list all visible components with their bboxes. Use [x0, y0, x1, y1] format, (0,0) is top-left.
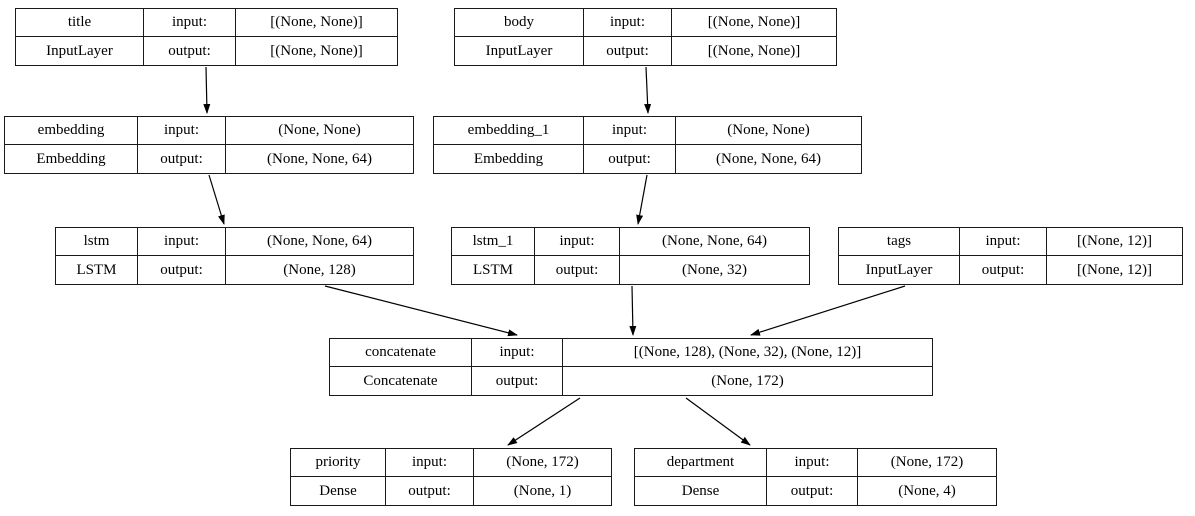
layer-name: tags [839, 228, 960, 256]
layer-name: embedding [5, 117, 138, 145]
output-label: output: [144, 37, 236, 65]
layer-type: Embedding [434, 145, 584, 173]
input-shape: (None, None, 64) [620, 228, 809, 256]
output-label: output: [138, 145, 226, 173]
input-label: input: [960, 228, 1047, 256]
input-label: input: [584, 117, 676, 145]
layer-name: lstm_1 [452, 228, 535, 256]
layer-name: lstm [56, 228, 138, 256]
edge-tags-to-concatenate [750, 285, 906, 336]
input-shape: [(None, None)] [236, 9, 397, 37]
layer-name: priority [291, 449, 386, 477]
layer-type: Concatenate [330, 367, 472, 395]
input-label: input: [767, 449, 858, 477]
edge-concatenate-to-priority [507, 397, 581, 446]
input-shape: (None, None) [676, 117, 861, 145]
node-department: department input: (None, 172) Dense outp… [634, 448, 997, 506]
layer-name: title [16, 9, 144, 37]
layer-name: embedding_1 [434, 117, 584, 145]
edge-lstm_1-to-concatenate [629, 285, 637, 336]
layer-name: department [635, 449, 767, 477]
input-label: input: [472, 339, 563, 367]
output-label: output: [960, 256, 1047, 284]
layer-type: Dense [635, 477, 767, 505]
output-shape: [(None, None)] [707, 42, 801, 59]
edge-title-to-embedding [203, 66, 211, 114]
input-shape: (None, None, 64) [226, 228, 413, 256]
input-label: input: [138, 117, 226, 145]
node-embedding_1: embedding_1 input: (None, None) Embeddin… [433, 116, 862, 174]
input-label: input: [144, 9, 236, 37]
node-tags: tags input: [(None, 12)] InputLayer outp… [838, 227, 1183, 285]
layer-type: LSTM [452, 256, 535, 284]
output-shape: (None, 172) [711, 372, 784, 389]
node-lstm_1: lstm_1 input: (None, None, 64) LSTM outp… [451, 227, 810, 285]
input-shape: (None, 172) [474, 449, 611, 477]
output-label: output: [584, 145, 676, 173]
edge-embedding-to-lstm [208, 174, 225, 225]
input-label: input: [386, 449, 474, 477]
output-shape: [(None, None)] [270, 42, 363, 59]
node-lstm: lstm input: (None, None, 64) LSTM output… [55, 227, 414, 285]
node-embedding: embedding input: (None, None) Embedding … [4, 116, 414, 174]
layer-type: LSTM [56, 256, 138, 284]
node-body: body input: [(None, None)] InputLayer ou… [454, 8, 837, 66]
output-label: output: [535, 256, 620, 284]
input-shape: (None, 172) [858, 449, 996, 477]
edge-concatenate-to-department [685, 397, 751, 446]
edge-lstm-to-concatenate [324, 285, 518, 337]
input-label: input: [138, 228, 226, 256]
input-shape: [(None, 128), (None, 32), (None, 12)] [563, 339, 932, 367]
output-shape: (None, 4) [898, 482, 956, 499]
edge-body-to-embedding_1 [644, 66, 652, 114]
output-label: output: [386, 477, 474, 505]
output-shape: (None, 32) [682, 261, 747, 278]
node-title: title input: [(None, None)] InputLayer o… [15, 8, 398, 66]
output-shape: (None, 1) [513, 482, 572, 499]
input-shape: (None, None) [226, 117, 413, 145]
layer-type: Embedding [5, 145, 138, 173]
input-label: input: [535, 228, 620, 256]
output-shape: (None, None, 64) [267, 150, 372, 167]
output-shape: (None, None, 64) [716, 150, 821, 167]
layer-type: InputLayer [839, 256, 960, 284]
layer-name: concatenate [330, 339, 472, 367]
node-concatenate: concatenate input: [(None, 128), (None, … [329, 338, 933, 396]
input-shape: [(None, 12)] [1047, 228, 1182, 256]
output-label: output: [138, 256, 226, 284]
output-label: output: [472, 367, 563, 395]
output-label: output: [584, 37, 672, 65]
layer-type: Dense [291, 477, 386, 505]
layer-name: body [455, 9, 584, 37]
node-priority: priority input: (None, 172) Dense output… [290, 448, 612, 506]
output-shape: [(None, 12)] [1077, 261, 1152, 278]
input-shape: [(None, None)] [672, 9, 836, 37]
layer-type: InputLayer [16, 37, 144, 65]
input-label: input: [584, 9, 672, 37]
output-label: output: [767, 477, 858, 505]
edge-embedding_1-to-lstm_1 [636, 174, 648, 225]
output-shape: (None, 128) [283, 261, 356, 278]
layer-type: InputLayer [455, 37, 584, 65]
